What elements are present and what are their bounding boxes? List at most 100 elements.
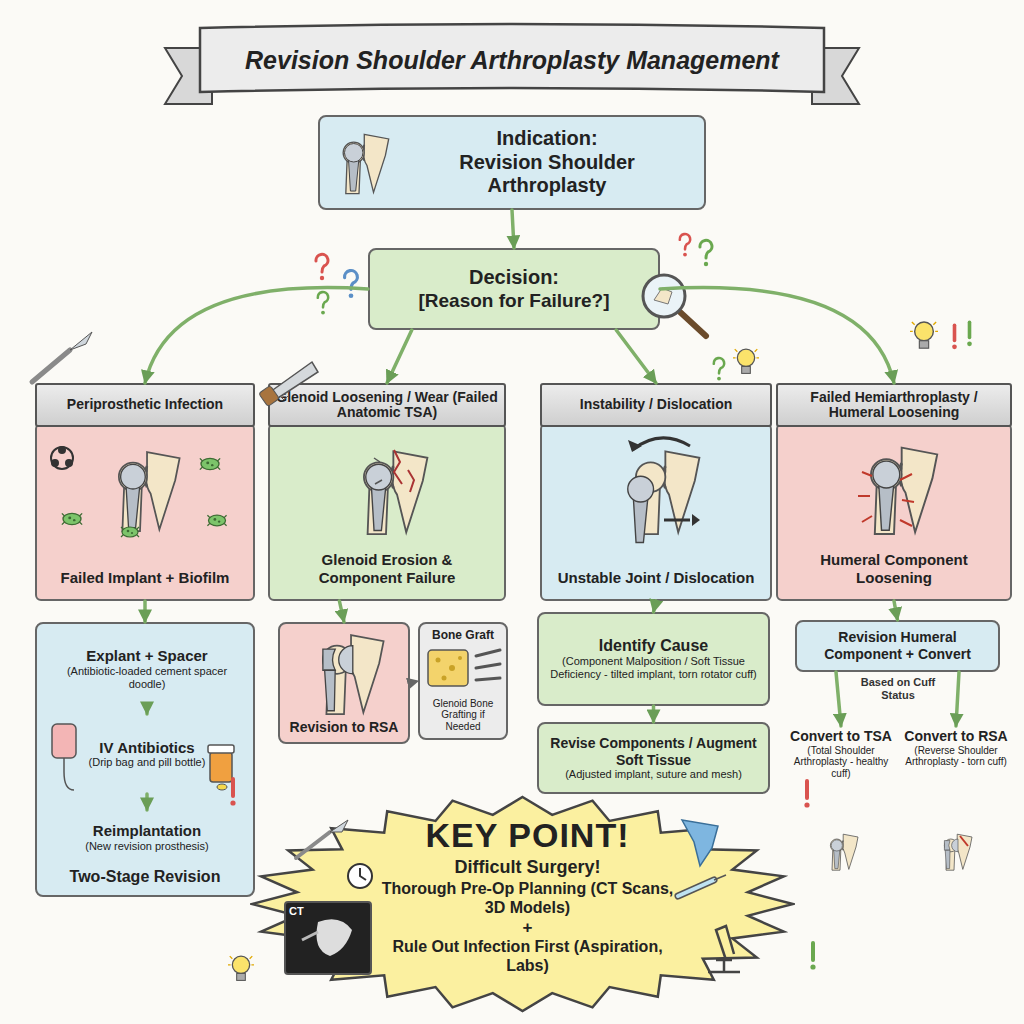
failure-column: Unstable Joint / DislocationInstability … [540,383,772,601]
node-heading: Indication: [496,127,597,151]
column-heading: Glenoid Loosening / Wear (Failed Anatomi… [276,390,498,421]
node-text: (Total Shoulder Arthroplasty - healthy c… [790,745,892,780]
infection-illustration [121,527,139,537]
question-marks [316,234,724,380]
exclamation-marks [810,943,815,970]
saw-icon [259,385,280,406]
key-point-starburst: KEY POINT!Difficult Surgery!Thorough Pre… [250,795,795,1013]
lightbulb-icons [952,325,957,349]
node-heading: Bone Graft [432,628,494,642]
infection-illustration [121,464,146,527]
key-point-icons [708,926,740,972]
column-text: Humeral Component Loosening [786,551,1002,587]
node-content: Revise Components / Augment Soft Tissue(… [539,724,768,792]
pill-bottle-icon [208,745,234,753]
exclamation-marks [228,779,816,980]
humeral-loosening-illustration [871,448,937,534]
rsa-icon [944,834,972,870]
flow-arrow [145,288,368,383]
question-marks [700,240,712,266]
iv-bag-icon [52,724,76,790]
node-heading: Explant + Spacer [86,647,207,665]
key-point-icons [678,880,714,896]
node-content: Indication:Revision Shoulder Arthroplast… [320,117,704,208]
bone-graft-icon [458,656,462,660]
infection-illustration [119,452,180,531]
glenoid-illustration [364,451,427,534]
saw-icon [272,396,288,400]
node-text: [Reason for Failure?] [418,290,609,312]
node-heading: Decision: [469,266,559,290]
key-point-icons [330,820,348,832]
column-box: Failed Implant + Biofilm [35,423,255,601]
column-heading: Instability / Dislocation [580,397,732,412]
node-heading: Revise Components / Augment Soft Tissue [545,735,762,768]
indication-icon [344,144,362,192]
node-text: (Drip bag and pill bottle) [89,756,206,769]
node-content: Explant + Spacer(Antibiotic-loaded cemen… [47,634,247,704]
bone-graft-icon [442,676,447,681]
outcome-box: Convert to TSA(Total Shoulder Arthroplas… [788,726,894,826]
infection-illustration [51,447,73,469]
node-heading: Convert to RSA [904,728,1007,745]
column-box: Glenoid Erosion & Component Failure [268,423,506,601]
humeral-loosening-illustration [873,461,900,530]
bone-graft-icon [449,665,455,671]
infection-illustration [207,515,226,526]
node-heading: Two-Stage Revision [70,868,221,887]
instability-illustration [628,440,642,452]
instability-illustration [636,451,699,534]
scalpel-icon [70,332,92,350]
node-text: Thorough Pre-Op Planning (CT Scans, 3D M… [380,880,675,918]
flow-arrow [512,210,514,248]
humeral-loosening-illustration [858,448,937,534]
column-banner: Failed Hemiarthroplasty / Humeral Loosen… [776,383,1012,427]
column-banner: Instability / Dislocation [540,383,772,427]
lightbulb-icons [967,322,972,346]
glenoid-illustration [374,458,382,484]
node-heading: Reimplantation [93,822,201,840]
pill-bottle-icon [217,784,227,790]
tsa-icon [831,840,842,869]
node-text: (Adjusted implant, suture and mesh) [565,768,742,781]
flow-arrow [654,601,657,612]
key-point-icons [714,875,726,880]
node-text: (Antibiotic-loaded cement spacer doodle) [53,665,241,691]
glenoid-illustration [366,464,392,530]
title-ribbon [200,24,824,92]
flow-arrow [145,704,149,714]
instability-illustration [664,519,690,522]
node-content: KEY POINT!Difficult Surgery!Thorough Pre… [250,795,795,1013]
indication-icon [343,134,389,193]
rsa-icon [960,836,968,846]
key-point-icons [360,868,366,880]
key-point-icons [285,902,371,974]
diagram-title: Revision Shoulder Arthroplasty Managemen… [200,30,824,90]
node-text: Rule Out Infection First (Aspiration, La… [380,938,675,976]
column-text: Glenoid Erosion & Component Failure [278,551,496,587]
tsa-icon [830,834,858,870]
key-point-icons [317,919,353,956]
node-heading: Identify Cause [599,637,708,656]
flow-arrow [616,330,656,383]
key-point-icons [678,880,714,896]
question-marks [714,358,724,380]
key-point-icons [296,832,330,858]
flow-arrow [339,601,344,622]
lightbulb-icons [910,318,938,348]
tsa-icon [830,834,858,870]
key-point-icons [348,864,372,888]
start-box: Indication:Revision Shoulder Arthroplast… [318,115,706,210]
scalpel-icon [32,350,70,382]
flow-arrow [652,706,656,722]
key-point-icons [682,820,718,866]
humeral-loosening-illustration [858,472,914,526]
column-banner: Glenoid Loosening / Wear (Failed Anatomi… [268,383,506,427]
question-marks [680,234,690,256]
bone-graft-icon [428,650,468,686]
node-heading: KEY POINT! [426,815,630,855]
node-text: Revision Shoulder Arthroplasty [400,151,694,198]
node-text: + [523,918,533,938]
split-note: Based on Cuff Status [850,676,946,701]
